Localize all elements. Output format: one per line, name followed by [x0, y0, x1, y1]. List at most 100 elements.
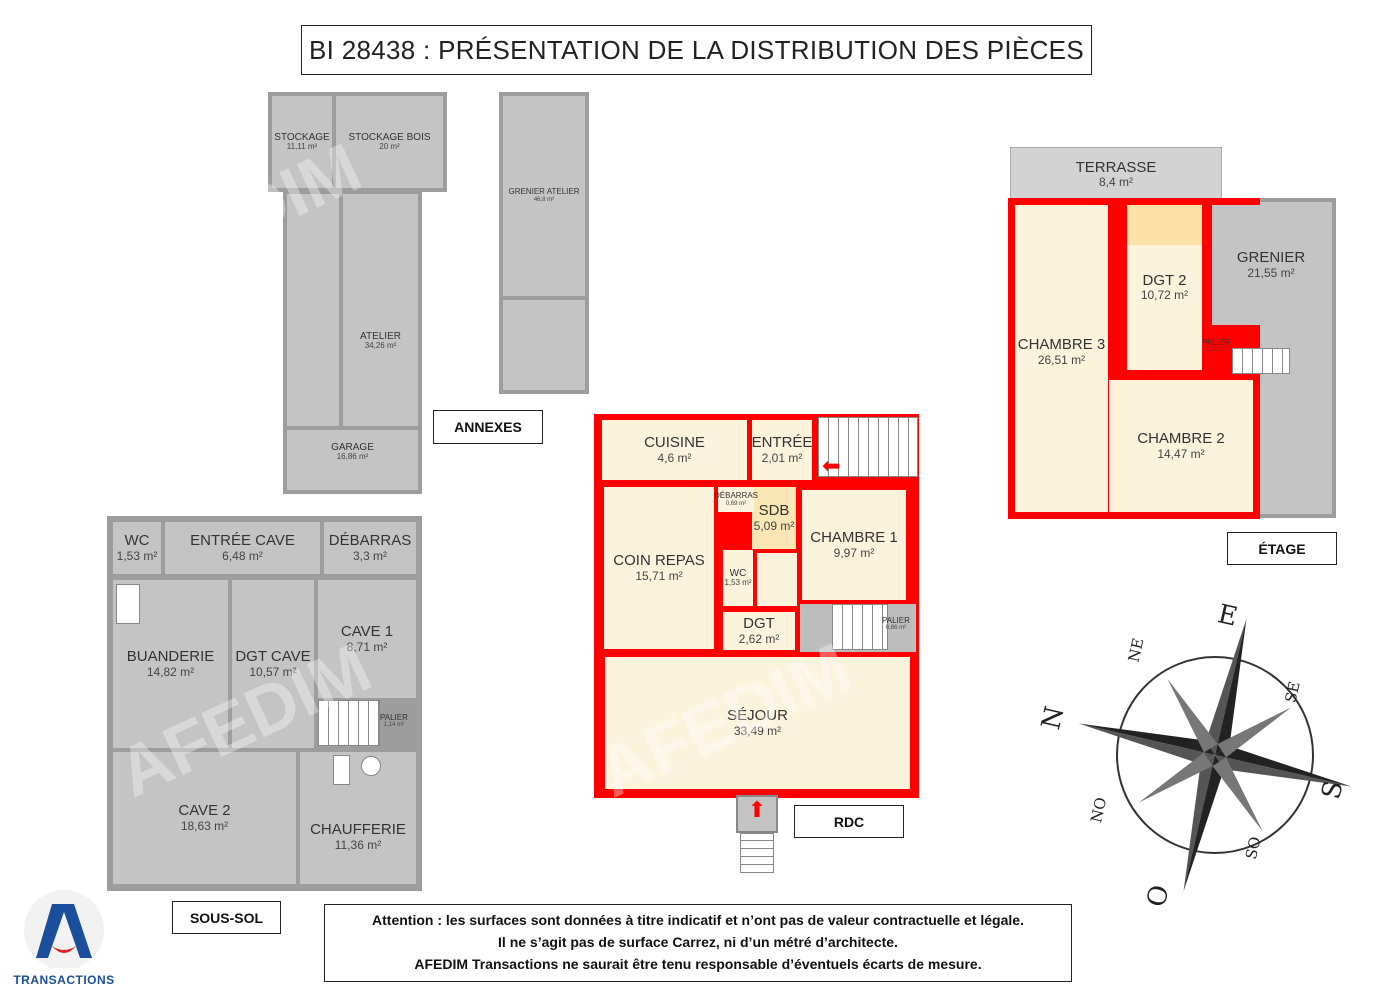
room-name: CHAMBRE 2: [1137, 430, 1225, 448]
room-area: 2,01 m²: [761, 450, 803, 465]
exterior-steps: [740, 833, 774, 873]
room-sdb-annex: [757, 553, 797, 606]
disclaimer-line: Il ne s’agit pas de surface Carrez, ni d…: [498, 934, 898, 951]
room-area: 14,47 m²: [1157, 446, 1205, 461]
boiler-icon: [333, 755, 350, 785]
room-name: TERRASSE: [1075, 158, 1157, 176]
label-annexes: ANNEXES: [433, 410, 543, 444]
room-name: CHAUFFERIE: [310, 821, 406, 839]
stairs: [1232, 348, 1290, 374]
room-name: DGT 2: [1142, 271, 1187, 289]
room-name: BUANDERIE: [126, 648, 215, 666]
room-annex-lower: [499, 296, 589, 394]
room-area: 1,14 m²: [383, 722, 405, 728]
room-area: 26,51 m²: [1037, 352, 1086, 367]
room-area: 20 m²: [379, 142, 400, 152]
entrance-steps: [818, 417, 918, 477]
room-area: 18,63 m²: [180, 818, 229, 833]
afedim-watermark: AFEDIM: [586, 97, 863, 283]
room-area: 0,86 m²: [885, 625, 907, 631]
room-name: DÉBARRAS: [328, 532, 412, 550]
room-area: 14,82 m²: [146, 664, 195, 679]
room-name: CUISINE: [644, 434, 705, 452]
entrance-up-arrow-icon: ⬆: [736, 795, 778, 833]
label-etage: ÉTAGE: [1227, 532, 1337, 565]
water-heater-icon: [361, 756, 381, 776]
room-name: GARAGE: [331, 442, 374, 454]
room-area: 10,57 m²: [249, 664, 297, 679]
room-area: 1,53 m²: [116, 548, 158, 563]
room-area: 11,36 m²: [334, 837, 382, 852]
label-rdc: RDC: [794, 805, 904, 838]
room-name: STOCKAGE BOIS: [348, 132, 431, 144]
room-name: DGT CAVE: [235, 648, 311, 666]
page-title: BI 28438 : PRÉSENTATION DE LA DISTRIBUTI…: [301, 25, 1092, 75]
room-name: GRENIER ATELIER: [508, 187, 580, 197]
label-sous-sol: SOUS-SOL: [172, 901, 281, 934]
room-area: 11,11 m²: [286, 142, 318, 152]
afedim-logo: TRANSACTIONS: [4, 888, 124, 987]
room-area: 8,4 m²: [1098, 175, 1133, 190]
room-area: 8,71 m²: [346, 639, 388, 654]
room-area: 4,6 m²: [657, 450, 692, 465]
room-name: ENTRÉE CAVE: [190, 532, 295, 550]
room-name: COIN REPAS: [613, 552, 705, 570]
room-name: STOCKAGE: [274, 132, 330, 144]
disclaimer-box: Attention : les surfaces sont données à …: [324, 904, 1072, 982]
room-area: 10,72 m²: [1140, 288, 1189, 303]
room-name: SDB: [758, 502, 790, 520]
room-passage: [283, 190, 343, 430]
room-name: ATELIER: [360, 331, 401, 343]
room-name: CHAMBRE 3: [1017, 336, 1106, 353]
sink-icon: [116, 584, 140, 624]
room-area: 0,69 m²: [725, 500, 747, 507]
room-area: 46,8 m²: [533, 197, 555, 204]
room-area: 3,3 m²: [352, 548, 387, 563]
room-area: 9,97 m²: [833, 545, 875, 560]
room-name: CAVE 2: [178, 802, 231, 820]
stairs: [318, 700, 380, 746]
room-name: WC: [729, 568, 747, 580]
room-area: 1,53 m²: [724, 578, 752, 588]
room-area: 15,71 m²: [635, 568, 683, 583]
disclaimer-line: Attention : les surfaces sont données à …: [372, 912, 1024, 929]
room-name: SÉJOUR: [727, 707, 788, 725]
room-area: 5,09 m²: [753, 518, 795, 533]
disclaimer-line: AFEDIM Transactions ne saurait être tenu…: [414, 955, 982, 972]
room-name: PALIER: [380, 713, 408, 722]
room-area: 21,55 m²: [1247, 265, 1295, 280]
room-name: PALIER: [882, 616, 910, 625]
entrance-arrow-icon: ⬅: [822, 453, 841, 478]
stairs: [832, 604, 888, 650]
room-area: 6,48 m²: [222, 548, 263, 563]
room-area: 16,86 m²: [336, 452, 369, 462]
logo-a-icon: [24, 890, 104, 970]
